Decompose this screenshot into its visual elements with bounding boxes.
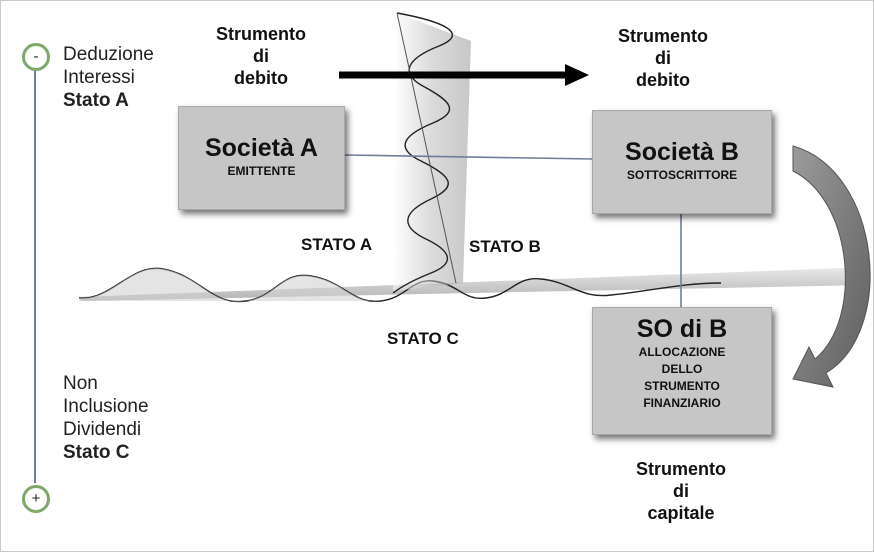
deduction-label: Deduzione Interessi Stato A	[63, 44, 154, 111]
societa-a-box: Società A EMITTENTE	[178, 106, 345, 210]
societa-b-subtitle: SOTTOSCRITTORE	[626, 168, 738, 182]
debt-flow-arrow	[339, 64, 589, 86]
so-di-b-title: SO di B	[636, 315, 728, 343]
border-wave-vertical	[392, 12, 471, 294]
state-a-label: STATO A	[301, 235, 373, 254]
border-wave-horizontal	[78, 267, 869, 303]
so-di-b-subtitle: ALLOCAZIONE DELLO STRUMENTO FINANZIARIO	[638, 345, 726, 410]
plus-icon: +	[22, 485, 50, 513]
curved-arrow	[792, 145, 871, 388]
societa-b-box: Società B SOTTOSCRITTORE	[592, 110, 772, 214]
non-inclusion-label: Non Inclusione Dividendi Stato C	[63, 373, 149, 463]
scale-line	[34, 63, 36, 483]
debt-instrument-right-label: Strumento di debito	[618, 26, 708, 90]
minus-icon: -	[22, 43, 50, 71]
so-di-b-box: SO di B ALLOCAZIONE DELLO STRUMENTO FINA…	[592, 307, 772, 435]
societa-a-title: Società A	[204, 134, 318, 162]
debt-instrument-left-label: Strumento di debito	[216, 24, 306, 88]
connector-a-to-b	[343, 154, 594, 160]
state-c-label: STATO C	[387, 329, 459, 348]
societa-a-subtitle: EMITTENTE	[227, 164, 296, 178]
capital-instrument-label: Strumento di capitale	[636, 459, 726, 523]
societa-b-title: Società B	[625, 138, 739, 166]
state-b-label: STATO B	[469, 237, 541, 256]
